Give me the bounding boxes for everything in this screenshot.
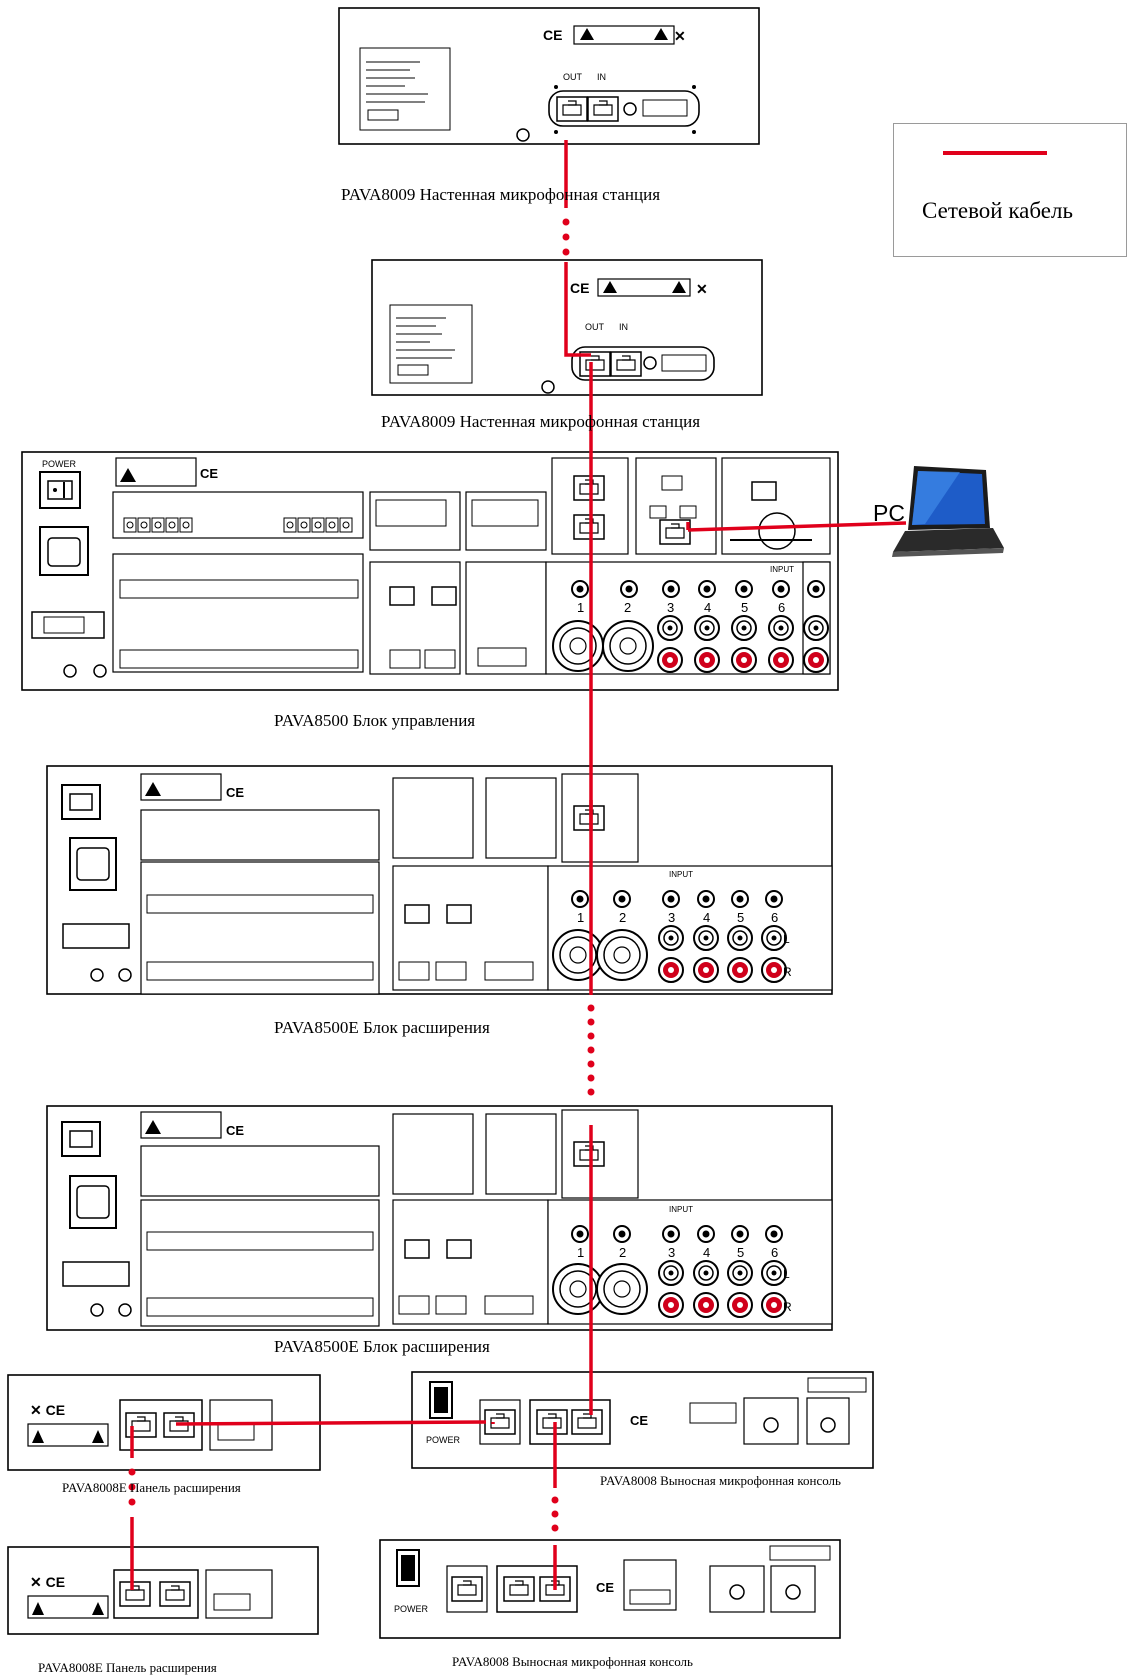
expansion-panel-2: ✕ CE xyxy=(7,1546,319,1635)
legend: Сетевой кабель xyxy=(893,123,1127,257)
caption-wall-station-2: PAVA8009 Настенная микрофонная станция xyxy=(381,412,701,431)
svg-text:✕: ✕ xyxy=(674,28,686,44)
svg-text:CE: CE xyxy=(226,785,244,800)
svg-text:1: 1 xyxy=(577,1245,584,1260)
svg-text:OUT: OUT xyxy=(585,322,605,332)
svg-text:6: 6 xyxy=(771,1245,778,1260)
wall-station-1: CE ✕ OUT IN xyxy=(338,7,760,145)
svg-text:CE: CE xyxy=(596,1580,614,1595)
svg-text:POWER: POWER xyxy=(426,1435,461,1445)
svg-text:L: L xyxy=(783,1267,790,1281)
svg-text:R: R xyxy=(783,1300,792,1314)
control-unit: POWER CE xyxy=(21,451,839,691)
cable-continuation-dots xyxy=(128,218,595,1532)
pc-label: PC xyxy=(873,500,905,526)
svg-text:3: 3 xyxy=(668,1245,675,1260)
svg-text:3: 3 xyxy=(667,600,674,615)
caption-remote-console-2: PAVA8008 Выносная микрофонная консоль xyxy=(452,1654,693,1669)
svg-text:5: 5 xyxy=(737,1245,744,1260)
remote-console-2: POWER CE xyxy=(379,1539,841,1639)
svg-text:INPUT: INPUT xyxy=(669,870,693,879)
svg-text:2: 2 xyxy=(619,1245,626,1260)
svg-text:5: 5 xyxy=(741,600,748,615)
svg-text:CE: CE xyxy=(543,27,562,43)
svg-text:L: L xyxy=(783,932,790,946)
svg-text:✕ CE: ✕ CE xyxy=(30,1574,65,1590)
svg-text:6: 6 xyxy=(771,910,778,925)
svg-text:4: 4 xyxy=(704,600,711,615)
svg-text:3: 3 xyxy=(668,910,675,925)
svg-text:CE: CE xyxy=(630,1413,648,1428)
svg-text:R: R xyxy=(783,965,792,979)
svg-text:CE: CE xyxy=(570,280,589,296)
svg-text:4: 4 xyxy=(703,910,710,925)
svg-text:2: 2 xyxy=(619,910,626,925)
laptop-icon xyxy=(892,466,1004,557)
caption-expansion-unit-1: PAVA8500E Блок расширения xyxy=(274,1018,490,1037)
caption-remote-console-1: PAVA8008 Выносная микрофонная консоль xyxy=(600,1473,841,1488)
remote-console-1: POWER CE xyxy=(411,1371,874,1469)
svg-text:1: 1 xyxy=(577,910,584,925)
cable-legend-swatch xyxy=(943,151,1047,155)
svg-text:5: 5 xyxy=(737,910,744,925)
caption-expansion-unit-2: PAVA8500E Блок расширения xyxy=(274,1337,490,1356)
svg-text:CE: CE xyxy=(226,1123,244,1138)
svg-text:POWER: POWER xyxy=(394,1604,429,1614)
svg-text:OUT: OUT xyxy=(563,72,583,82)
svg-text:✕: ✕ xyxy=(696,281,708,297)
svg-text:✕ CE: ✕ CE xyxy=(30,1402,65,1418)
svg-text:IN: IN xyxy=(619,322,628,332)
svg-text:CE: CE xyxy=(200,466,218,481)
caption-expansion-panel-1: PAVA8008E Панель расширения xyxy=(62,1480,241,1495)
svg-text:1: 1 xyxy=(577,600,584,615)
expansion-unit-1: CE INPUT 1 2 3 4 5 6 L R xyxy=(46,765,833,995)
caption-expansion-panel-2: PAVA8008E Панель расширения xyxy=(38,1660,217,1675)
svg-text:6: 6 xyxy=(778,600,785,615)
svg-text:2: 2 xyxy=(624,600,631,615)
svg-text:4: 4 xyxy=(703,1245,710,1260)
caption-wall-station-1: PAVA8009 Настенная микрофонная станция xyxy=(341,185,661,204)
svg-text:INPUT: INPUT xyxy=(669,1205,693,1214)
svg-text:IN: IN xyxy=(597,72,606,82)
cable-legend-label: Сетевой кабель xyxy=(922,198,1073,223)
caption-control-unit: PAVA8500 Блок управления xyxy=(274,711,476,730)
network-cables xyxy=(130,140,907,1590)
svg-text:POWER: POWER xyxy=(42,459,77,469)
expansion-unit-2: CE INPUT 1 2 3 4 5 6 L R xyxy=(46,1105,833,1331)
expansion-panel-1: ✕ CE xyxy=(7,1374,321,1471)
svg-text:INPUT: INPUT xyxy=(770,565,794,574)
